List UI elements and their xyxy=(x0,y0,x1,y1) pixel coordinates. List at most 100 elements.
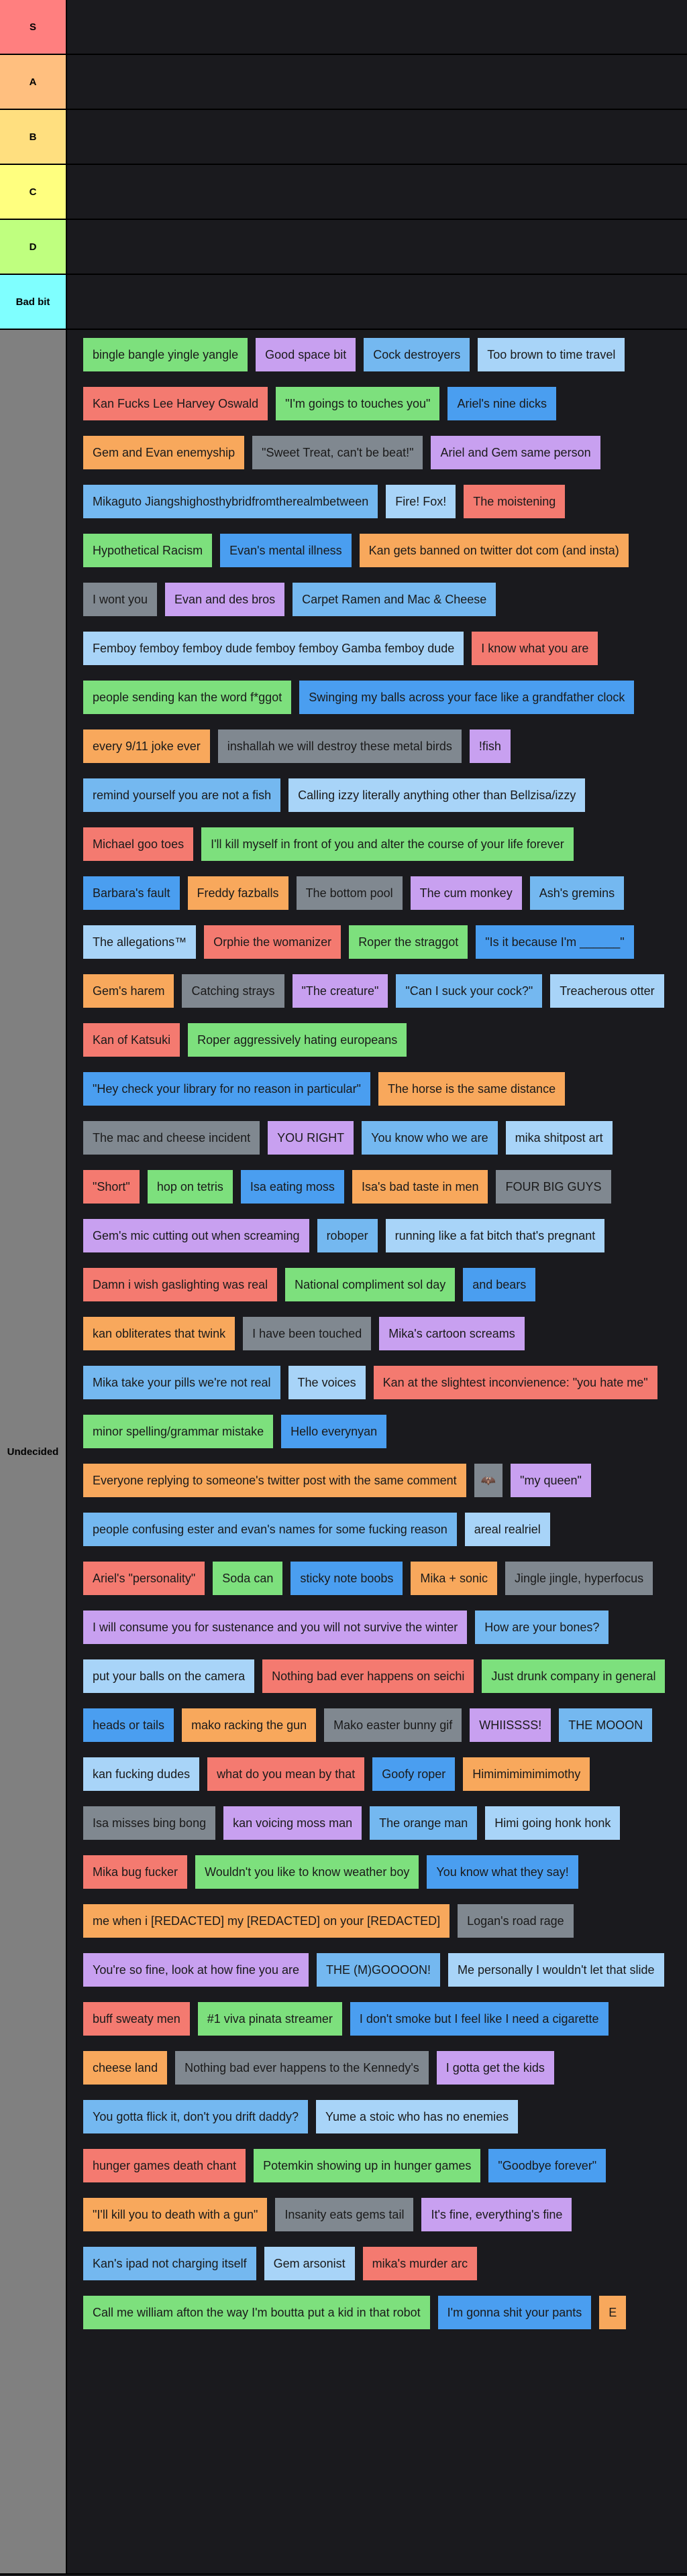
tier-item-chip[interactable]: THE MOOON xyxy=(559,1708,653,1742)
tier-item-chip[interactable]: mako racking the gun xyxy=(182,1708,317,1742)
tier-item-chip[interactable]: roboper xyxy=(317,1219,378,1252)
tier-dropzone-b[interactable] xyxy=(67,110,687,164)
tier-item-chip[interactable]: The mac and cheese incident xyxy=(83,1121,260,1155)
tier-item-chip[interactable]: Mako easter bunny gif xyxy=(324,1708,462,1742)
tier-item-chip[interactable]: You're so fine, look at how fine you are xyxy=(83,1953,309,1987)
tier-item-chip[interactable]: Treacherous otter xyxy=(550,974,664,1008)
tier-item-chip[interactable]: Yume a stoic who has no enemies xyxy=(315,2100,519,2133)
tier-item-chip[interactable]: The voices xyxy=(288,1366,366,1399)
tier-item-chip[interactable]: Calling izzy literally anything other th… xyxy=(288,778,586,812)
tier-item-chip[interactable]: Evan's mental illness xyxy=(220,534,352,567)
tier-item-chip[interactable]: what do you mean by that xyxy=(207,1757,365,1791)
tier-item-chip[interactable]: Insanity eats gems tail xyxy=(275,2198,414,2231)
tier-item-chip[interactable]: Ariel's nine dicks xyxy=(447,387,556,420)
tier-item-chip[interactable]: sticky note boobs xyxy=(290,1562,403,1595)
tier-item-chip[interactable]: Isa misses bing bong xyxy=(83,1806,216,1840)
tier-item-chip[interactable]: areal realriel xyxy=(464,1513,550,1546)
tier-item-chip[interactable]: Mika bug fucker xyxy=(83,1855,188,1889)
tier-item-chip[interactable]: Soda can xyxy=(213,1562,283,1595)
tier-item-chip[interactable]: running like a fat bitch that's pregnant xyxy=(385,1219,605,1252)
tier-dropzone-a[interactable] xyxy=(67,55,687,109)
tier-item-chip[interactable]: minor spelling/grammar mistake xyxy=(83,1415,274,1448)
tier-item-chip[interactable]: Kan gets banned on twitter dot com (and … xyxy=(359,534,629,567)
tier-item-chip[interactable]: The allegations™ xyxy=(83,925,197,959)
tier-item-chip[interactable]: Nothing bad ever happens on seichi xyxy=(262,1659,474,1693)
tier-item-chip[interactable]: Just drunk company in general xyxy=(482,1659,666,1693)
tier-item-chip[interactable]: 🦇 xyxy=(474,1464,503,1497)
tier-label-a[interactable]: A xyxy=(0,55,67,109)
tier-dropzone-s[interactable] xyxy=(67,0,687,54)
tier-item-chip[interactable]: Damn i wish gaslighting was real xyxy=(83,1268,278,1301)
tier-item-chip[interactable]: You know who we are xyxy=(362,1121,498,1155)
tier-item-chip[interactable]: buff sweaty men xyxy=(83,2002,190,2036)
tier-item-chip[interactable]: "Goodbye forever" xyxy=(488,2149,606,2182)
tier-item-chip[interactable]: WHIISSSS! xyxy=(470,1708,551,1742)
tier-item-chip[interactable]: You gotta flick it, don't you drift dadd… xyxy=(83,2100,308,2133)
tier-item-chip[interactable]: Femboy femboy femboy dude femboy femboy … xyxy=(83,632,464,665)
tier-item-chip[interactable]: me when i [REDACTED] my [REDACTED] on yo… xyxy=(83,1904,450,1938)
tier-item-chip[interactable]: Mika take your pills we're not real xyxy=(83,1366,280,1399)
tier-item-chip[interactable]: Call me william afton the way I'm boutta… xyxy=(83,2296,430,2329)
tier-item-chip[interactable]: kan voicing moss man xyxy=(223,1806,362,1840)
tier-item-chip[interactable]: Kan's ipad not charging itself xyxy=(83,2247,256,2280)
tier-item-chip[interactable]: Catching strays xyxy=(182,974,284,1008)
tier-item-chip[interactable]: Jingle jingle, hyperfocus xyxy=(505,1562,653,1595)
tier-item-chip[interactable]: Ash's gremins xyxy=(529,876,625,910)
tier-item-chip[interactable]: hunger games death chant xyxy=(83,2149,246,2182)
tier-item-chip[interactable]: Too brown to time travel xyxy=(478,338,625,371)
tier-item-chip[interactable]: Isa eating moss xyxy=(240,1170,344,1204)
tier-item-chip[interactable]: Himi going honk honk xyxy=(485,1806,621,1840)
tier-item-chip[interactable]: Hello everynyan xyxy=(281,1415,387,1448)
tier-item-chip[interactable]: people sending kan the word f*ggot xyxy=(83,681,292,714)
tier-item-chip[interactable]: The horse is the same distance xyxy=(378,1072,566,1106)
tier-item-chip[interactable]: Freddy fazballs xyxy=(187,876,288,910)
tier-item-chip[interactable]: I will consume you for sustenance and yo… xyxy=(83,1611,468,1644)
tier-item-chip[interactable]: Isa's bad taste in men xyxy=(352,1170,488,1204)
tier-label-c[interactable]: C xyxy=(0,165,67,219)
tier-item-chip[interactable]: "I'll kill you to death with a gun" xyxy=(83,2198,268,2231)
tier-item-chip[interactable]: and bears xyxy=(463,1268,536,1301)
tier-item-chip[interactable]: I gotta get the kids xyxy=(436,2051,554,2085)
tier-item-chip[interactable]: Roper aggressively hating europeans xyxy=(188,1023,407,1057)
tier-item-chip[interactable]: The cum monkey xyxy=(410,876,522,910)
tier-item-chip[interactable]: "The creature" xyxy=(292,974,388,1008)
tier-item-chip[interactable]: hop on tetris xyxy=(147,1170,233,1204)
tier-item-chip[interactable]: Evan and des bros xyxy=(165,583,285,616)
tier-item-chip[interactable]: Roper the straggot xyxy=(349,925,468,959)
tier-item-chip[interactable]: The orange man xyxy=(370,1806,478,1840)
tier-item-chip[interactable]: Gem's mic cutting out when screaming xyxy=(83,1219,309,1252)
tier-item-chip[interactable]: Everyone replying to someone's twitter p… xyxy=(83,1464,466,1497)
tier-item-chip[interactable]: The bottom pool xyxy=(296,876,403,910)
tier-item-chip[interactable]: mika shitpost art xyxy=(505,1121,613,1155)
tier-item-chip[interactable]: It's fine, everything's fine xyxy=(421,2198,572,2231)
tier-label-d[interactable]: D xyxy=(0,220,67,274)
tier-label-b[interactable]: B xyxy=(0,110,67,164)
tier-item-chip[interactable]: Michael goo toes xyxy=(83,827,194,861)
tier-item-chip[interactable]: The moistening xyxy=(464,485,566,518)
tier-item-chip[interactable]: "my queen" xyxy=(511,1464,591,1497)
tier-item-chip[interactable]: "Hey check your library for no reason in… xyxy=(83,1072,370,1106)
tier-item-chip[interactable]: National compliment sol day xyxy=(285,1268,456,1301)
tier-item-chip[interactable]: Gem and Evan enemyship xyxy=(83,436,245,469)
tier-item-chip[interactable]: Swinging my balls across your face like … xyxy=(299,681,635,714)
tier-item-chip[interactable]: Goofy roper xyxy=(372,1757,456,1791)
tier-item-chip[interactable]: "Short" xyxy=(83,1170,140,1204)
tier-item-chip[interactable]: people confusing ester and evan's names … xyxy=(83,1513,457,1546)
tier-item-chip[interactable]: Gem's harem xyxy=(83,974,174,1008)
tier-label-undecided[interactable]: Undecided xyxy=(0,330,67,2573)
tier-item-chip[interactable]: kan fucking dudes xyxy=(83,1757,200,1791)
tier-label-s[interactable]: S xyxy=(0,0,67,54)
tier-item-chip[interactable]: every 9/11 joke ever xyxy=(83,729,210,763)
tier-item-chip[interactable]: Mika's cartoon screams xyxy=(379,1317,525,1350)
tier-item-chip[interactable]: Hypothetical Racism xyxy=(83,534,213,567)
tier-item-chip[interactable]: "I'm goings to touches you" xyxy=(276,387,440,420)
tier-item-chip[interactable]: kan obliterates that twink xyxy=(83,1317,235,1350)
tier-item-chip[interactable]: cheese land xyxy=(83,2051,168,2085)
tier-dropzone-d[interactable] xyxy=(67,220,687,274)
tier-item-chip[interactable]: "Can I suck your cock?" xyxy=(396,974,543,1008)
tier-item-chip[interactable]: mika's murder arc xyxy=(362,2247,478,2280)
tier-item-chip[interactable]: "Is it because I'm ______" xyxy=(476,925,634,959)
tier-item-chip[interactable]: I wont you xyxy=(83,583,158,616)
tier-item-chip[interactable]: How are your bones? xyxy=(475,1611,609,1644)
tier-item-chip[interactable]: Mikaguto Jiangshighosthybridfromtherealm… xyxy=(83,485,378,518)
